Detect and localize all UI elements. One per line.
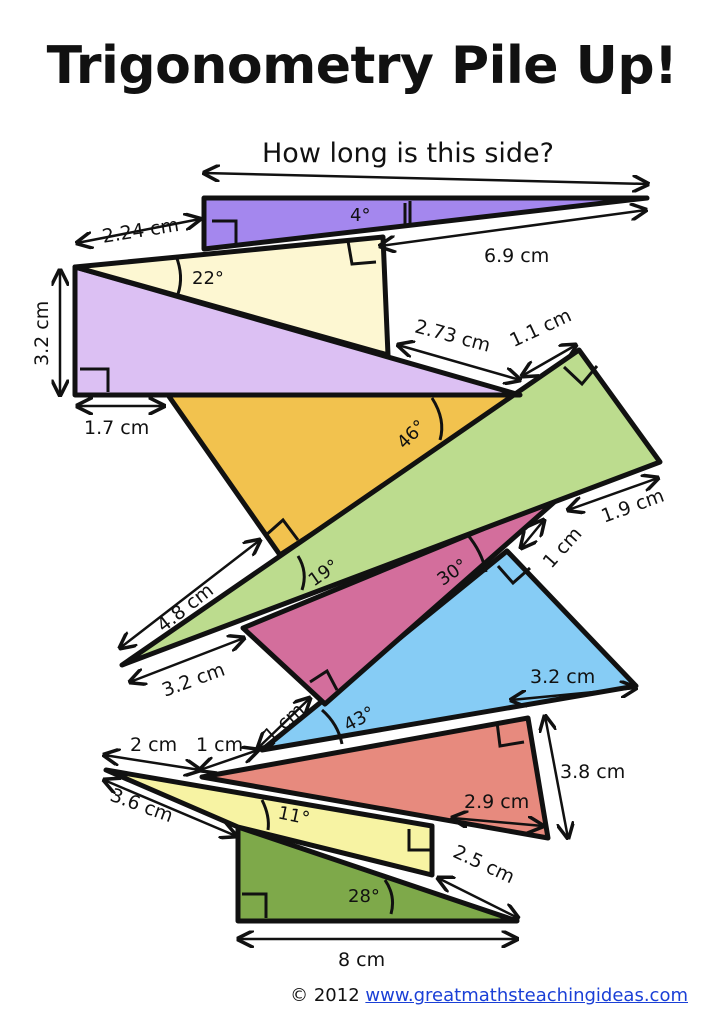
website-link[interactable]: www.greatmathsteachingideas.com — [365, 985, 688, 1006]
label-3-2-right: 3.2 cm — [530, 666, 595, 688]
label-2-9: 2.9 cm — [464, 791, 529, 813]
label-8: 8 cm — [338, 949, 385, 971]
angle-28: 28° — [348, 886, 380, 907]
footer: © 2012 www.greatmathsteachingideas.com — [290, 985, 688, 1006]
purple-triangle — [201, 195, 650, 252]
label-1-9: 1.9 cm — [598, 485, 667, 528]
angle-22: 22° — [192, 268, 224, 289]
label-3-8: 3.8 cm — [560, 761, 625, 783]
page-title: Trigonometry Pile Up! — [46, 36, 678, 96]
label-1-right: 1 cm — [539, 523, 587, 573]
label-2-73: 2.73 cm — [412, 316, 492, 357]
label-2: 2 cm — [130, 734, 177, 756]
label-1-1: 1.1 cm — [506, 304, 574, 352]
label-3-2-left: 3.2 cm — [31, 301, 53, 366]
label-2-24: 2.24 cm — [101, 214, 181, 248]
angle-4: 4° — [350, 205, 370, 226]
magenta-triangle — [240, 494, 563, 707]
dimension-arrows — [60, 210, 658, 939]
label-6-9: 6.9 cm — [484, 245, 549, 267]
question-text: How long is this side? — [262, 138, 554, 169]
label-1-7: 1.7 cm — [84, 417, 149, 439]
question-arrow — [204, 173, 648, 184]
label-2-5: 2.5 cm — [450, 841, 518, 889]
label-1-a: 1 cm — [196, 734, 243, 756]
cream-triangle — [72, 234, 391, 358]
label-3-2-low: 3.2 cm — [159, 659, 228, 702]
copyright-text: © 2012 — [290, 985, 360, 1006]
